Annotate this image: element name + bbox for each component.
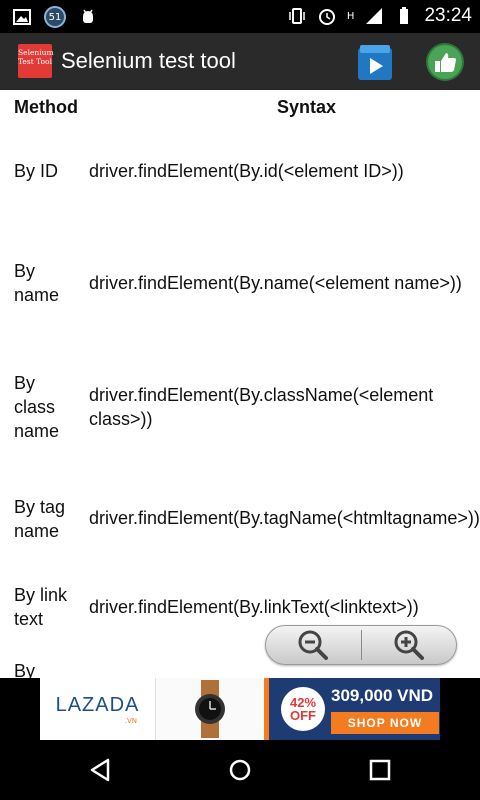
zoom-in-icon [394, 630, 424, 660]
back-icon[interactable] [86, 755, 116, 785]
method-cell: By class name [14, 373, 60, 441]
discount-label: OFF [290, 708, 316, 723]
discount-badge: 42% OFF [281, 687, 325, 731]
ad-brand: LAZADA .VN [40, 678, 156, 740]
syntax-cell: driver.findElement(By.linkText(<linktext… [89, 597, 419, 617]
vibrate-icon [289, 8, 305, 24]
method-syntax-table: Method Syntax By ID driver.findElement(B… [0, 90, 480, 678]
method-cell: By tag name [14, 497, 66, 541]
syntax-cell: driver.findElement(By.id(<element ID>)) [89, 161, 404, 181]
ad-banner[interactable]: LAZADA .VN 42% OFF 309,000 VND SHOP NOW [40, 678, 440, 740]
ad-promo: 42% OFF 309,000 VND SHOP NOW [264, 678, 440, 740]
discount-value: 42% [289, 695, 317, 710]
ad-price: 309,000 VND [331, 686, 434, 705]
play-store-icon[interactable] [355, 42, 395, 82]
alarm-icon [318, 9, 335, 25]
notification-count-badge: 51 [44, 6, 66, 28]
watch-icon [195, 680, 225, 738]
shop-now-button[interactable]: SHOP NOW [331, 712, 439, 734]
method-cell: By link text [14, 585, 68, 629]
method-cell: By ID [14, 161, 59, 181]
app-logo: Selenium Test Tool [18, 44, 54, 78]
android-debug-icon [83, 9, 93, 23]
clock: 23:24 [424, 5, 472, 26]
zoom-out-button[interactable] [266, 626, 361, 664]
syntax-cell: driver.findElement(By.name(<element name… [89, 273, 462, 293]
zoom-out-icon [298, 630, 329, 660]
battery-icon [400, 7, 409, 24]
method-column-header: Method [14, 97, 78, 117]
navigation-bar [0, 740, 480, 800]
syntax-cell: driver.findElement(By.tagName(<htmltagna… [89, 508, 480, 528]
status-bar: 51 H 23:24 [0, 0, 480, 33]
method-cell: By name [14, 261, 60, 305]
ad-brand-name: LAZADA [55, 693, 140, 716]
home-icon[interactable] [225, 755, 255, 785]
ad-product-image [156, 678, 264, 740]
ad-brand-suffix: .VN [124, 716, 137, 725]
syntax-cell: driver.findElement(By.className(<element… [89, 385, 434, 429]
zoom-in-button[interactable] [362, 626, 457, 664]
thumbs-up-icon[interactable] [425, 42, 465, 82]
signal-icon [366, 8, 383, 24]
network-type-label: H [346, 10, 355, 22]
syntax-column-header: Syntax [277, 97, 337, 117]
app-title: Selenium test tool [61, 48, 236, 73]
action-bar [0, 33, 480, 90]
zoom-control [265, 625, 457, 665]
method-cell: By [14, 661, 36, 678]
image-notification-icon [13, 9, 31, 25]
recent-apps-icon[interactable] [365, 755, 395, 785]
